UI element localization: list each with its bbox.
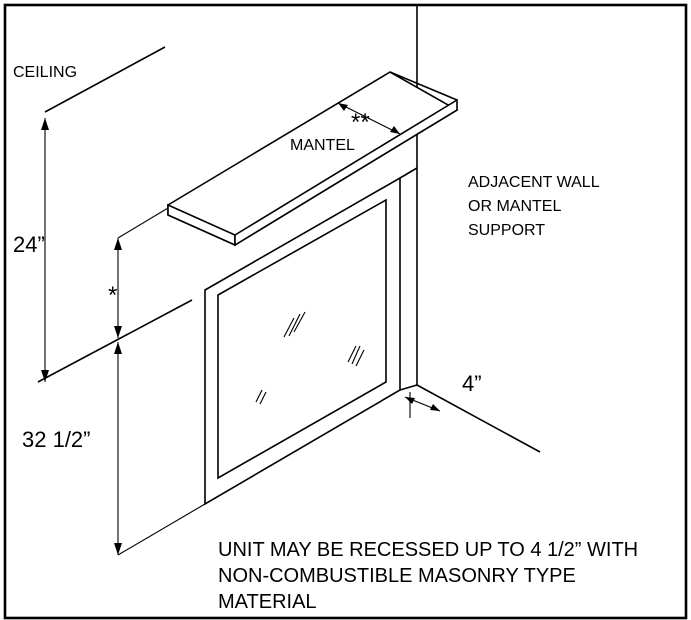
glass-reflection-marks — [255, 311, 365, 405]
dimension-24-arrow-bottom — [41, 370, 49, 382]
ceiling-line — [44, 46, 166, 113]
dimension-24-arrow-top — [41, 118, 49, 130]
surround-bottom-to-wall — [399, 384, 418, 391]
mantel-depth-arrow-left — [338, 103, 348, 111]
diagram-frame — [3, 3, 688, 620]
adjacent-wall-label-line-1: ADJACENT WALL — [468, 174, 600, 191]
recess-note-line-2: NON-COMBUSTIBLE MASONRY TYPE — [218, 565, 576, 587]
floor-reference-line — [37, 299, 193, 383]
surround-top-to-wall — [399, 167, 418, 179]
floor-line-right — [416, 384, 541, 453]
dimension-24-label: 24” — [13, 232, 45, 257]
ceiling-label: CEILING — [13, 64, 77, 81]
mantel-shelf-top — [167, 71, 459, 246]
dimension-star-arrow-bottom — [114, 326, 122, 338]
fireplace-glass — [217, 198, 387, 480]
mantel-shelf-right-edge — [389, 71, 458, 101]
dimension-32-arrow-top — [114, 342, 122, 354]
dimension-4-label: 4” — [462, 371, 482, 396]
dimension-32-label: 32 1/2” — [22, 427, 91, 452]
recess-note-line-1: UNIT MAY BE RECESSED UP TO 4 1/2” WITH — [218, 539, 638, 561]
dimension-star-label: * — [108, 282, 117, 309]
dimension-star-extension — [117, 207, 169, 239]
dimension-32-arrow-bottom — [114, 543, 122, 555]
adjacent-wall-label-line-2: OR MANTEL — [468, 198, 561, 215]
dimension-double-star-label: ** — [351, 109, 370, 136]
dimension-star-arrow-top — [114, 238, 122, 250]
adjacent-wall-label-line-3: SUPPORT — [468, 222, 545, 239]
mantel-depth-dimension — [337, 102, 401, 135]
mantel-depth-arrow-right — [390, 126, 400, 134]
recess-note-line-3: MATERIAL — [218, 591, 317, 613]
dimension-4-arrow-left — [405, 397, 415, 404]
mantel-label: MANTEL — [290, 137, 355, 154]
dimension-4-arrow-right — [430, 404, 440, 411]
mantel-shelf-front — [234, 98, 458, 247]
dimension-32-extension — [117, 503, 206, 556]
